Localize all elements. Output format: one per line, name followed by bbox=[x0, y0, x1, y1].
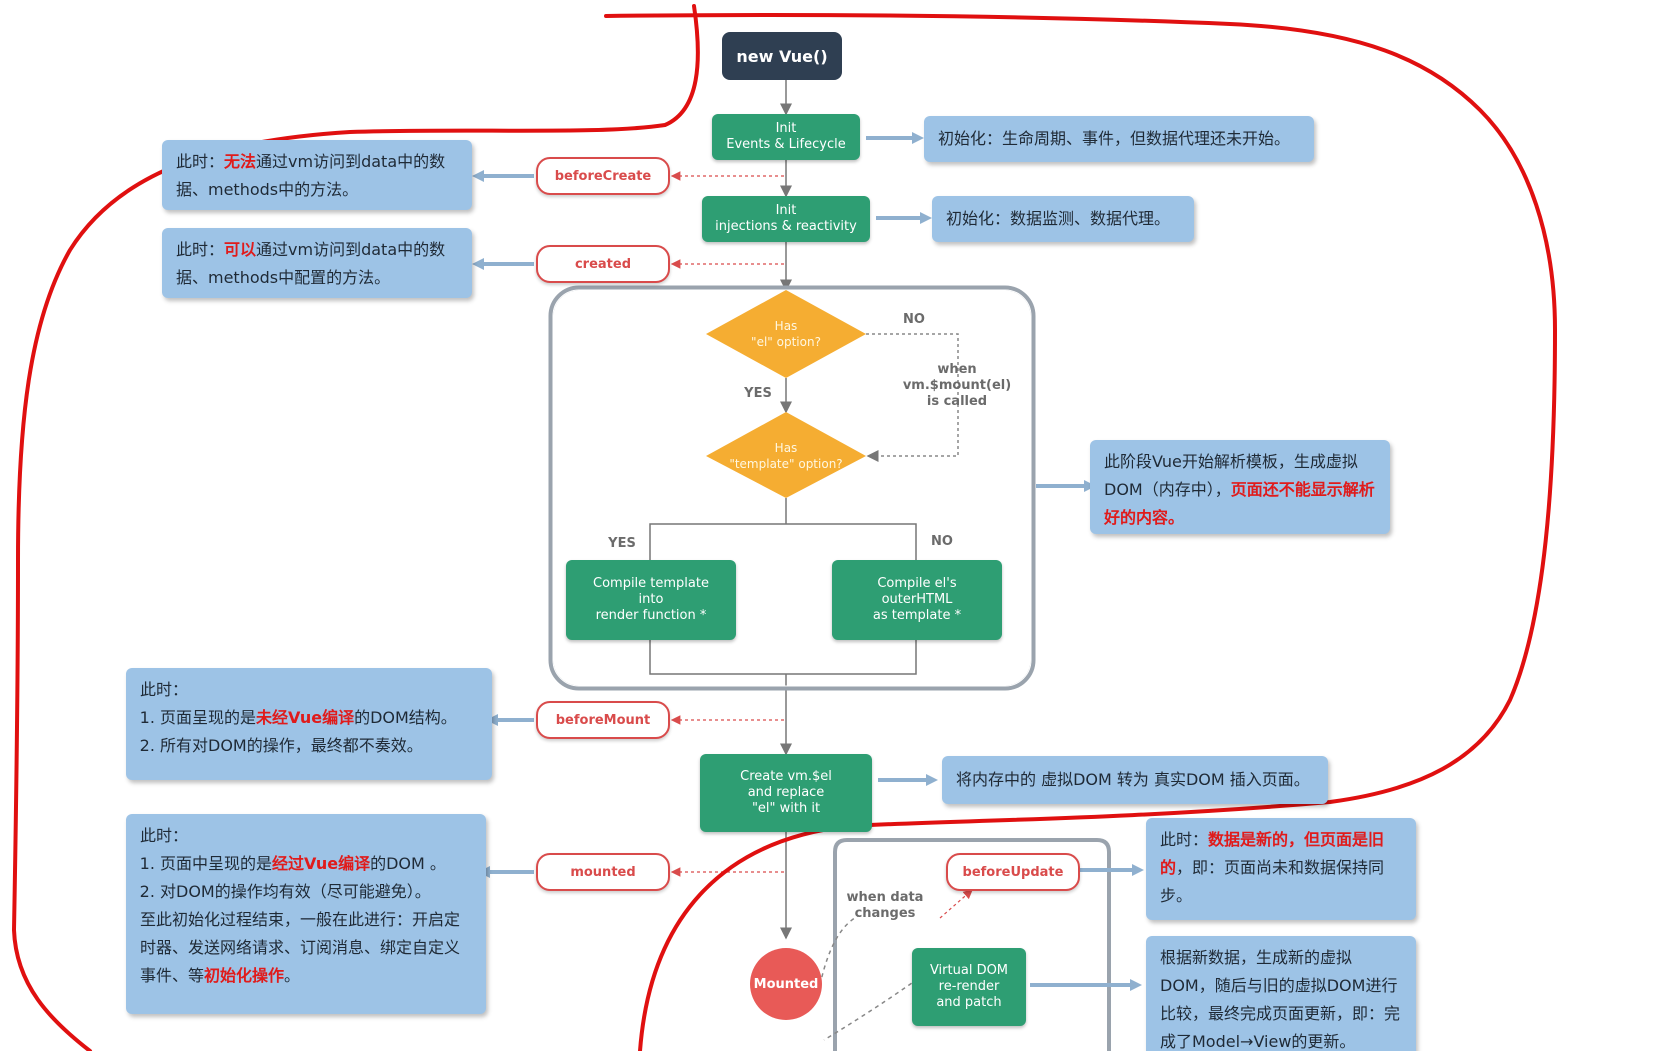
init-injections-label: injections & reactivity bbox=[715, 219, 857, 234]
flow-line bbox=[866, 333, 959, 462]
compile-el-node: Compile el's outerHTML as template * bbox=[832, 560, 1002, 640]
create-el-node: Create vm.$el and replace "el" with it bbox=[700, 754, 872, 832]
yes-label: YES bbox=[744, 386, 772, 401]
new-vue-label: new Vue() bbox=[736, 46, 828, 66]
no-label: NO bbox=[931, 534, 953, 549]
update-loop-box bbox=[833, 838, 1111, 1051]
compile-template-node: Compile template into render function * bbox=[566, 560, 736, 640]
init-events-node: Init Events & Lifecycle bbox=[712, 114, 860, 160]
init-events-label: Init bbox=[775, 121, 797, 136]
note-arrows bbox=[484, 136, 1132, 987]
mount-condition-label: when vm.$mount(el) is called bbox=[902, 362, 1012, 409]
init-injections-node: Init injections & reactivity bbox=[702, 196, 870, 242]
virtual-dom-node: Virtual DOM re-render and patch bbox=[912, 948, 1026, 1026]
mounted-note: 此时： 页面中呈现的是经过Vue编译的DOM 。 对DOM的操作均有效（尽可能避… bbox=[126, 814, 486, 1014]
new-vue-node: new Vue() bbox=[722, 32, 842, 80]
has-template-text: Has "template" option? bbox=[729, 441, 843, 471]
before-update-hook: beforeUpdate bbox=[946, 853, 1080, 891]
update-arc bbox=[939, 889, 973, 919]
before-create-note: 此时：无法通过vm访问到data中的数据、methods中的方法。 bbox=[162, 140, 472, 210]
data-changes-label: when data changes bbox=[846, 890, 924, 921]
update-arc bbox=[819, 915, 859, 986]
mounted-hook: mounted bbox=[536, 853, 670, 891]
annotation-loop bbox=[11, 4, 700, 1051]
created-note: 此时：可以通过vm访问到data中的数据、methods中配置的方法。 bbox=[162, 228, 472, 298]
virtual-dom-note: 根据新数据，生成新的虚拟DOM，随后与旧的虚拟DOM进行比较，最终完成页面更新，… bbox=[1146, 936, 1416, 1051]
before-create-hook: beforeCreate bbox=[536, 157, 670, 195]
create-el-note: 将内存中的 虚拟DOM 转为 真实DOM 插入页面。 bbox=[942, 756, 1328, 804]
flow-line bbox=[649, 640, 917, 675]
has-el-diamond bbox=[706, 290, 866, 378]
created-hook: created bbox=[536, 245, 670, 283]
flow-line bbox=[649, 523, 917, 560]
has-el-text: Has "el" option? bbox=[751, 319, 821, 349]
template-phase-box bbox=[548, 285, 1036, 691]
before-update-note: 此时：数据是新的，但页面是旧的，即：页面尚未和数据保持同步。 bbox=[1146, 818, 1416, 920]
init-events-note: 初始化：生命周期、事件，但数据代理还未开始。 bbox=[924, 116, 1314, 162]
has-template-diamond bbox=[706, 412, 866, 498]
no-label: NO bbox=[903, 312, 925, 327]
init-events-label: Events & Lifecycle bbox=[726, 137, 846, 152]
before-mount-hook: beforeMount bbox=[536, 701, 670, 739]
init-injections-note: 初始化：数据监测、数据代理。 bbox=[932, 196, 1194, 242]
yes-label: YES bbox=[608, 536, 636, 551]
before-mount-note: 此时： 页面呈现的是未经Vue编译的DOM结构。 所有对DOM的操作，最终都不奏… bbox=[126, 668, 492, 780]
template-phase-note: 此阶段Vue开始解析模板，生成虚拟DOM（内存中），页面还不能显示解析好的内容。 bbox=[1090, 440, 1390, 534]
init-injections-label: Init bbox=[775, 203, 797, 218]
annotation-loop bbox=[604, 12, 1558, 1051]
mounted-node: Mounted bbox=[750, 948, 822, 1020]
